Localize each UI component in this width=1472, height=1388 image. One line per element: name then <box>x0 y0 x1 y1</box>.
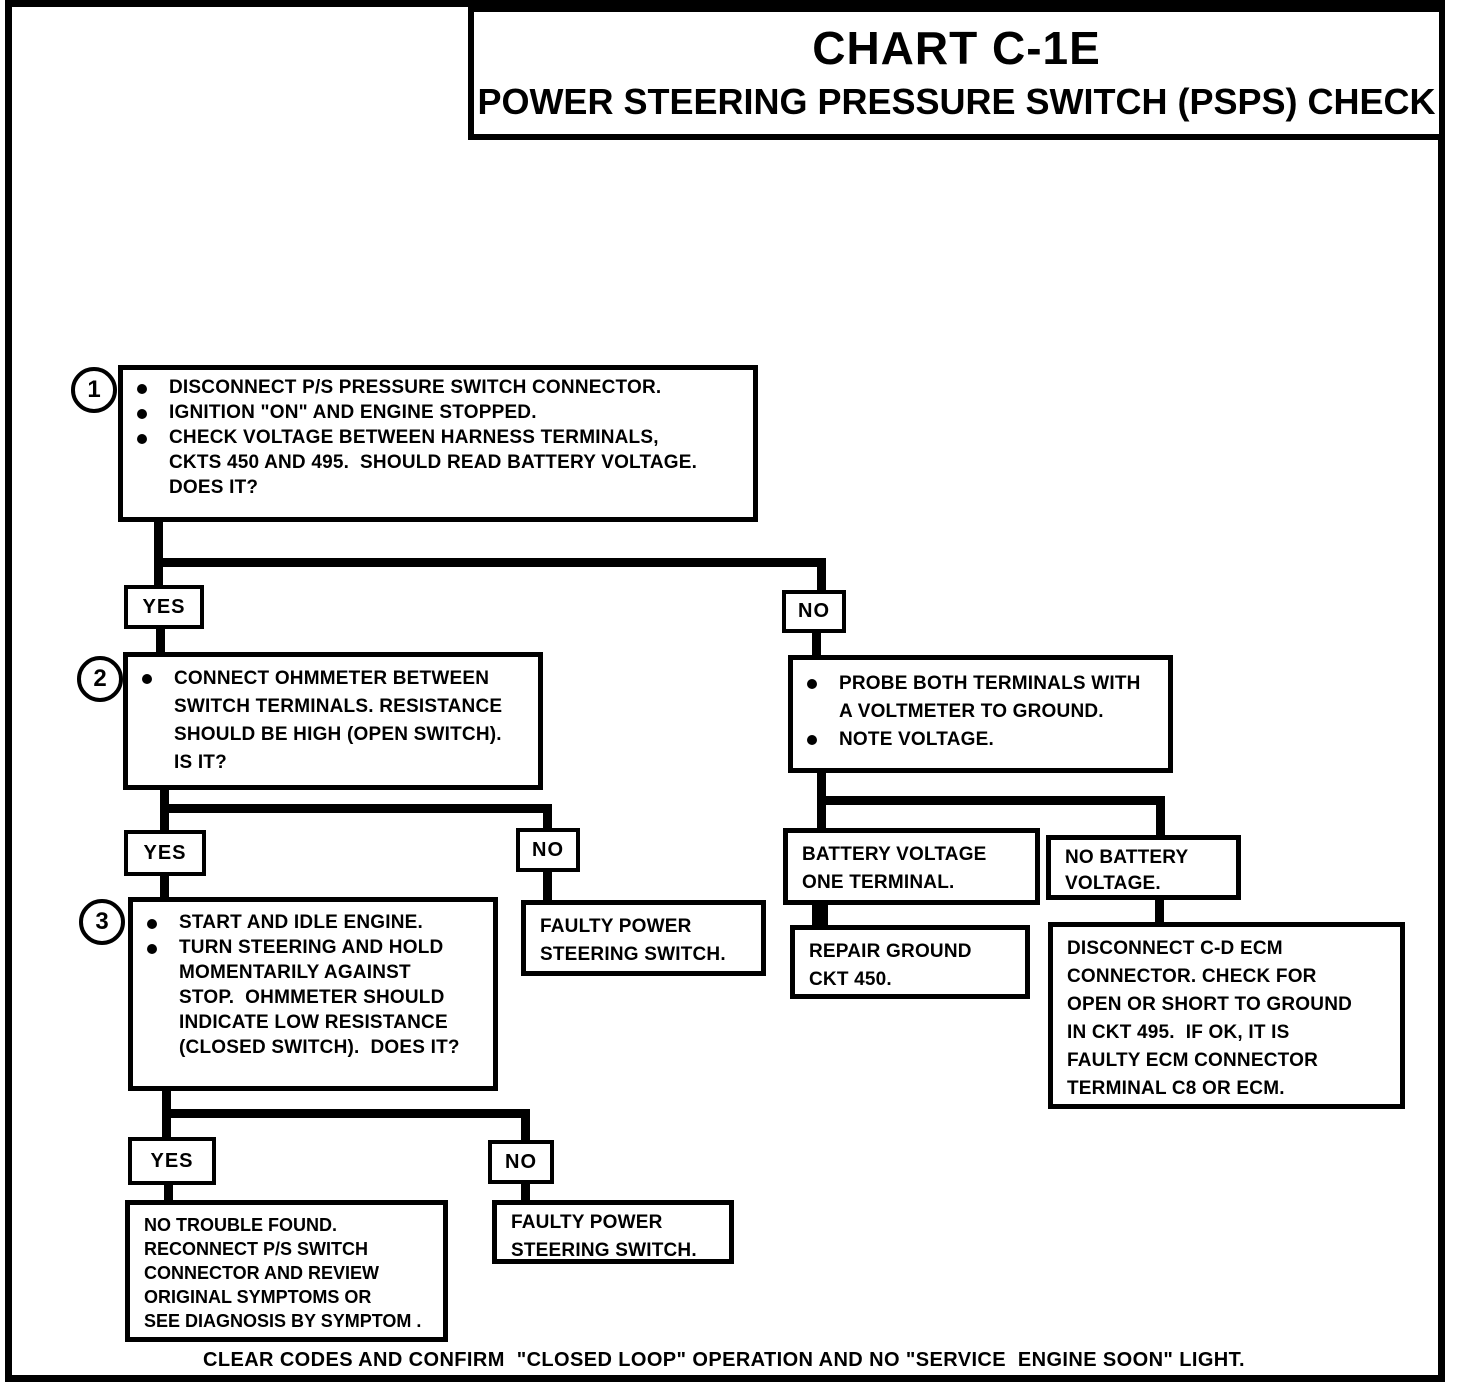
action-text: DISCONNECT C-D ECM <box>1067 938 1283 959</box>
action-text: IN CKT 495. IF OK, IT IS <box>1067 1022 1290 1043</box>
instruction-text: NOTE VOLTAGE. <box>839 729 994 750</box>
yes-label: YES <box>142 595 186 618</box>
result-text: VOLTAGE. <box>1065 873 1161 894</box>
bullet-icon <box>137 384 147 394</box>
bullet-icon <box>807 679 817 689</box>
connector-line <box>543 804 552 832</box>
bullet-icon <box>807 735 817 745</box>
instruction-text: DISCONNECT P/S PRESSURE SWITCH CONNECTOR… <box>169 377 662 398</box>
connector-line <box>160 804 552 813</box>
instruction-text: IS IT? <box>174 752 227 773</box>
step-1-box: DISCONNECT P/S PRESSURE SWITCH CONNECTOR… <box>118 365 758 522</box>
action-text: FAULTY ECM CONNECTOR <box>1067 1050 1319 1071</box>
no-branch-2: NO <box>516 828 580 872</box>
instruction-text: INDICATE LOW RESISTANCE <box>179 1012 448 1033</box>
footer-note: CLEAR CODES AND CONFIRM "CLOSED LOOP" OP… <box>203 1349 1245 1371</box>
chart-subtitle: POWER STEERING PRESSURE SWITCH (PSPS) CH… <box>477 81 1436 122</box>
bullet-icon <box>137 409 147 419</box>
instruction-text: CHECK VOLTAGE BETWEEN HARNESS TERMINALS, <box>169 427 659 448</box>
instruction-text: MOMENTARILY AGAINST <box>179 962 411 983</box>
result-text: SEE DIAGNOSIS BY SYMPTOM . <box>144 1311 422 1331</box>
result-text: CONNECTOR AND REVIEW <box>144 1263 380 1283</box>
result-text: FAULTY POWER <box>511 1212 663 1233</box>
instruction-text: PROBE BOTH TERMINALS WITH <box>839 673 1141 694</box>
connector-line <box>543 870 552 903</box>
connector-line <box>1156 796 1165 838</box>
step-number-text: 3 <box>95 908 109 935</box>
instruction-text: SWITCH TERMINALS. RESISTANCE <box>174 696 503 717</box>
connector-line <box>162 1109 530 1118</box>
chart-title-box: CHART C-1E POWER STEERING PRESSURE SWITC… <box>468 6 1445 140</box>
yes-branch-1: YES <box>124 585 204 629</box>
no-branch-1: NO <box>782 590 846 633</box>
yes-label: YES <box>143 841 187 864</box>
no-label: NO <box>798 600 830 622</box>
battery-voltage-one-terminal-box: BATTERY VOLTAGE ONE TERMINAL. <box>783 828 1040 905</box>
result-text: STEERING SWITCH. <box>540 944 726 965</box>
instruction-text: CKTS 450 AND 495. SHOULD READ BATTERY VO… <box>169 452 698 473</box>
page-border <box>5 0 1445 1382</box>
step-3-number: 3 <box>79 899 125 945</box>
connector-line <box>154 558 826 567</box>
instruction-text: (CLOSED SWITCH). DOES IT? <box>179 1037 460 1058</box>
connector-line <box>521 1182 530 1202</box>
instruction-text: DOES IT? <box>169 477 259 498</box>
instruction-text: STOP. OHMMETER SHOULD <box>179 987 445 1008</box>
instruction-text: CONNECT OHMMETER BETWEEN <box>174 668 490 689</box>
no-label: NO <box>505 1150 537 1173</box>
step-number-text: 2 <box>93 665 107 692</box>
instruction-text: IGNITION "ON" AND ENGINE STOPPED. <box>169 402 537 423</box>
connector-line <box>164 1183 173 1202</box>
connector-line <box>160 874 169 900</box>
step-2-box: CONNECT OHMMETER BETWEEN SWITCH TERMINAL… <box>123 652 543 790</box>
no-trouble-found-box: NO TROUBLE FOUND. RECONNECT P/S SWITCH C… <box>125 1200 448 1342</box>
connector-line <box>812 903 828 928</box>
bullet-icon <box>147 944 157 954</box>
faulty-switch-box-bottom: FAULTY POWER STEERING SWITCH. <box>492 1200 734 1264</box>
result-text: FAULTY POWER <box>540 916 692 937</box>
action-text: CONNECTOR. CHECK FOR <box>1067 966 1317 987</box>
result-text: ONE TERMINAL. <box>802 872 955 893</box>
bullet-icon <box>137 434 147 444</box>
connector-line <box>156 627 165 656</box>
result-text: NO TROUBLE FOUND. <box>144 1215 337 1235</box>
yes-branch-2: YES <box>124 830 206 876</box>
probe-terminals-box: PROBE BOTH TERMINALS WITH A VOLTMETER TO… <box>788 655 1173 773</box>
action-text: CKT 450. <box>809 969 892 990</box>
step-3-box: START AND IDLE ENGINE. TURN STEERING AND… <box>128 897 498 1091</box>
result-text: NO BATTERY <box>1065 847 1189 868</box>
action-text: REPAIR GROUND <box>809 941 972 962</box>
result-text: STEERING SWITCH. <box>511 1240 697 1261</box>
no-label: NO <box>532 838 564 861</box>
connector-line <box>521 1109 530 1143</box>
connector-line <box>154 520 163 587</box>
no-battery-voltage-box: NO BATTERY VOLTAGE. <box>1046 835 1241 900</box>
action-text: TERMINAL C8 OR ECM. <box>1067 1078 1285 1099</box>
result-text: ORIGINAL SYMPTOMS OR <box>144 1287 372 1307</box>
bullet-icon <box>142 674 152 684</box>
connector-line <box>817 558 826 594</box>
connector-line <box>1155 898 1164 925</box>
no-branch-3: NO <box>488 1140 554 1184</box>
bullet-icon <box>147 919 157 929</box>
step-number-text: 1 <box>87 376 101 403</box>
instruction-text: SHOULD BE HIGH (OPEN SWITCH). <box>174 724 502 745</box>
step-1-number: 1 <box>71 367 117 413</box>
connector-line <box>817 796 1165 805</box>
yes-label: YES <box>150 1149 194 1172</box>
instruction-text: A VOLTMETER TO GROUND. <box>839 701 1104 722</box>
step-2-number: 2 <box>77 656 123 702</box>
action-text: OPEN OR SHORT TO GROUND <box>1067 994 1353 1015</box>
yes-branch-3: YES <box>128 1137 216 1185</box>
ecm-connector-box: DISCONNECT C-D ECM CONNECTOR. CHECK FOR … <box>1048 922 1405 1109</box>
faulty-switch-box-mid: FAULTY POWER STEERING SWITCH. <box>521 900 766 976</box>
repair-ground-box: REPAIR GROUND CKT 450. <box>790 925 1030 999</box>
instruction-text: TURN STEERING AND HOLD <box>179 937 444 958</box>
chart-title: CHART C-1E <box>812 22 1101 74</box>
result-text: BATTERY VOLTAGE <box>802 844 987 865</box>
result-text: RECONNECT P/S SWITCH <box>144 1239 369 1259</box>
connector-line <box>812 631 821 658</box>
instruction-text: START AND IDLE ENGINE. <box>179 912 424 933</box>
